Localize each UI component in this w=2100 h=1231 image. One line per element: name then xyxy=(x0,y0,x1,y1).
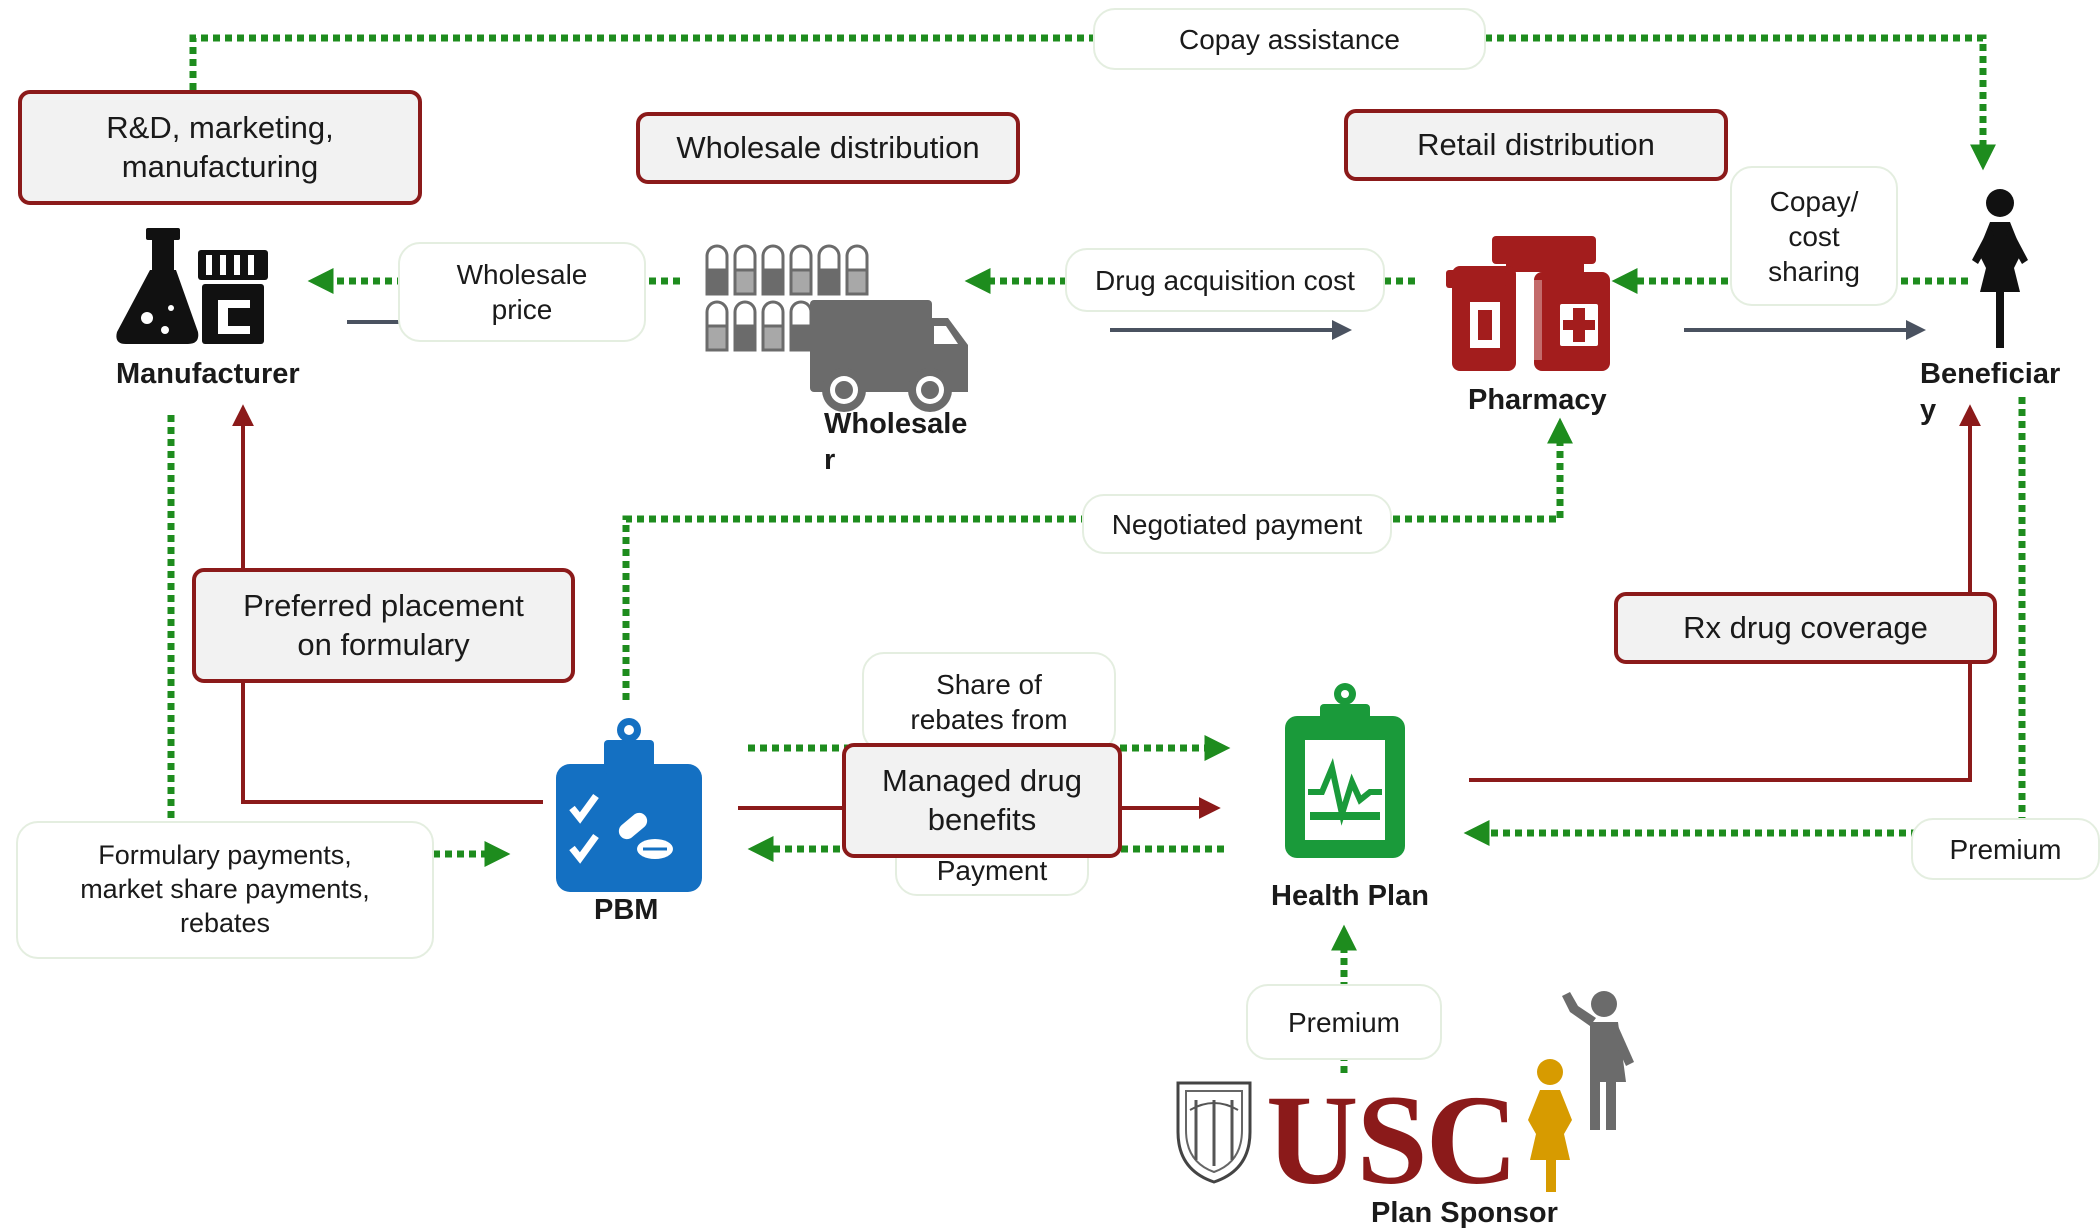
actor-plan-sponsor: Plan Sponsor xyxy=(1371,1197,1558,1229)
role-rd-marketing-manufacturing: R&D, marketing, manufacturing xyxy=(18,90,422,205)
role-retail-distribution: Retail distribution xyxy=(1344,109,1728,181)
actor-manufacturer: Manufacturer xyxy=(116,358,300,390)
flow-negotiated-payment: Negotiated payment xyxy=(1082,494,1392,554)
actor-pbm: PBM xyxy=(594,894,659,926)
actor-beneficiary: Beneficiar y xyxy=(1920,358,2061,427)
preferred-placement-arrow xyxy=(232,404,543,804)
flow-copay-assistance: Copay assistance xyxy=(1093,8,1486,70)
actor-pharmacy: Pharmacy xyxy=(1468,384,1607,416)
flow-share-of-rebates: Share of rebates from xyxy=(862,652,1116,752)
role-managed-drug-benefits: Managed drug benefits xyxy=(842,743,1122,858)
clipboard-checklist-icon xyxy=(556,718,702,892)
man-waving-icon xyxy=(1562,991,1634,1130)
role-rx-drug-coverage: Rx drug coverage xyxy=(1614,592,1997,664)
pills-icon xyxy=(705,244,869,352)
actor-health-plan: Health Plan xyxy=(1271,880,1429,912)
clipboard-heartbeat-icon xyxy=(1285,683,1405,858)
flow-premium-sponsor: Premium xyxy=(1246,984,1442,1060)
role-preferred-placement: Preferred placement on formulary xyxy=(192,568,575,683)
copay-assistance-arrow xyxy=(189,34,1996,171)
woman-icon xyxy=(1972,189,2028,348)
flow-premium-beneficiary: Premium xyxy=(1911,818,2100,880)
delivery-truck-icon xyxy=(810,300,968,412)
flow-wholesale-price: Wholesale price xyxy=(398,242,646,342)
role-wholesale-distribution: Wholesale distribution xyxy=(636,112,1020,184)
flow-copay-cost-sharing: Copay/ cost sharing xyxy=(1730,166,1898,306)
flow-formulary-payments: Formulary payments, market share payment… xyxy=(16,821,434,959)
lab-flask-icon xyxy=(116,228,199,344)
actor-wholesaler: Wholesale r xyxy=(824,408,968,477)
flow-drug-acquisition-cost: Drug acquisition cost xyxy=(1065,248,1385,312)
medicine-bottles-icon xyxy=(1446,236,1610,371)
woman-icon xyxy=(1528,1059,1572,1192)
pill-bottle-icon xyxy=(198,250,268,344)
usc-seal-icon xyxy=(1176,1081,1252,1184)
rx-drug-coverage-arrow xyxy=(1469,404,1981,782)
usc-logo: USC xyxy=(1266,1069,1518,1211)
